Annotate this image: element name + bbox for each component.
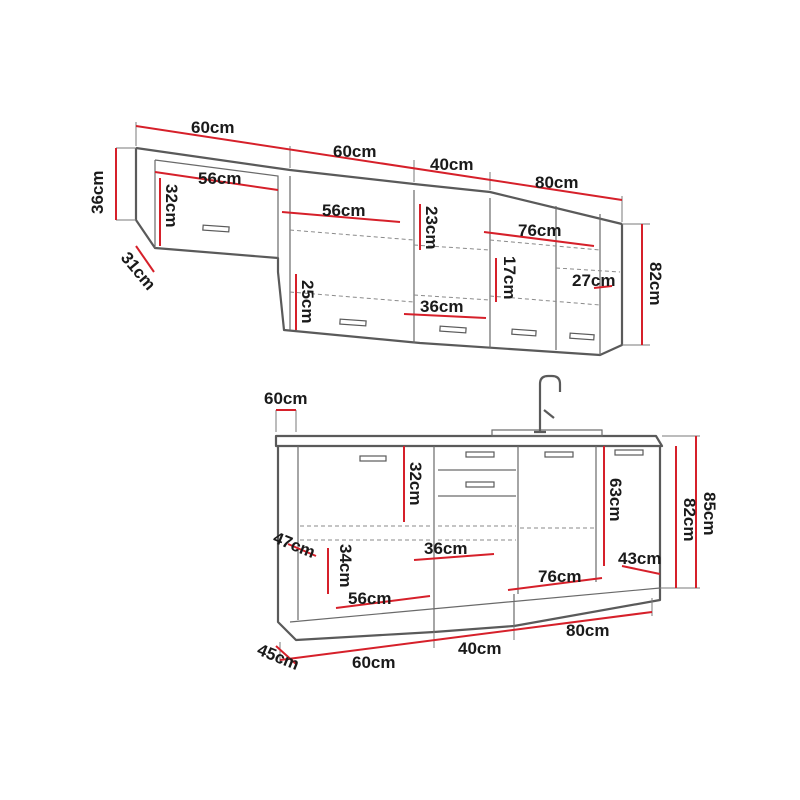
lower-depth-top-guide (275, 410, 297, 432)
label-lower-height-82: 82cm (680, 498, 699, 541)
upper-cabinets (115, 122, 650, 357)
label-upper-width-3: 40cm (430, 155, 473, 174)
label-upper-h32: 32cm (162, 184, 181, 227)
lower-shelves (300, 525, 596, 541)
lower-width-red-line (279, 611, 653, 661)
lower-handle-4 (544, 451, 574, 458)
label-lower-h63: 63cm (606, 478, 625, 521)
label-upper-height-total: 82cm (646, 262, 665, 305)
label-upper-width-1: 60cm (191, 118, 234, 137)
label-upper-w36: 36cm (420, 297, 463, 316)
label-lower-depth-base: 45cm (255, 640, 302, 674)
upper-height-right-guide (622, 223, 650, 346)
label-upper-w56-a: 56cm (198, 169, 241, 188)
lower-carcass-outline (276, 446, 662, 642)
lower-handle-3 (465, 481, 495, 488)
label-lower-width-2: 40cm (458, 639, 501, 658)
worktop-outline (274, 434, 664, 448)
upper-height-left-guide (116, 147, 136, 221)
label-lower-d43: 43cm (618, 549, 661, 568)
upper-dividers (289, 176, 601, 355)
upper-shelves (289, 229, 621, 306)
label-lower-w56: 56cm (348, 589, 391, 608)
lower-height-guides (660, 435, 700, 589)
label-lower-h34: 34cm (336, 544, 355, 587)
label-upper-width-2: 60cm (333, 142, 376, 161)
lower-dividers (297, 446, 597, 620)
upper-left-cabinet-door (154, 159, 279, 258)
label-lower-width-1: 60cm (352, 653, 395, 672)
upper-handle-4 (511, 328, 537, 337)
label-upper-h25: 25cm (298, 280, 317, 323)
label-lower-height-85: 85cm (700, 492, 719, 535)
label-lower-depth-top: 60cm (264, 389, 307, 408)
label-lower-w76: 76cm (538, 567, 581, 586)
upper-depth-line (135, 245, 155, 273)
label-lower-w36: 36cm (424, 539, 467, 558)
label-upper-height-left: 36cm (88, 171, 107, 214)
label-upper-h27: 27cm (572, 271, 615, 290)
upper-front-outline (134, 148, 624, 357)
upper-handle-2 (339, 318, 367, 327)
lower-handle-2 (465, 451, 495, 458)
upper-handle-3 (439, 325, 467, 334)
lower-handle-5 (614, 449, 644, 456)
upper-inner-lines (154, 171, 613, 330)
upper-width-red-line (135, 125, 623, 201)
plinth-line (289, 587, 661, 632)
label-upper-w56-b: 56cm (322, 201, 365, 220)
upper-handle-5 (569, 332, 595, 341)
label-upper-width-4: 80cm (535, 173, 578, 192)
label-upper-h17: 17cm (500, 256, 519, 299)
tap-icon (534, 374, 562, 434)
label-upper-h23: 23cm (422, 206, 441, 249)
label-lower-width-3: 80cm (566, 621, 609, 640)
sink (491, 429, 603, 437)
upper-handle-1 (202, 224, 230, 233)
lower-depth-base-line (275, 645, 297, 665)
label-upper-w76: 76cm (518, 221, 561, 240)
lower-handle-1 (359, 455, 387, 462)
lower-cabinets (274, 374, 700, 665)
label-lower-h32: 32cm (406, 462, 425, 505)
lower-drawers (438, 469, 516, 497)
lower-inner-lines (287, 446, 661, 609)
upper-top-outline (135, 146, 623, 226)
